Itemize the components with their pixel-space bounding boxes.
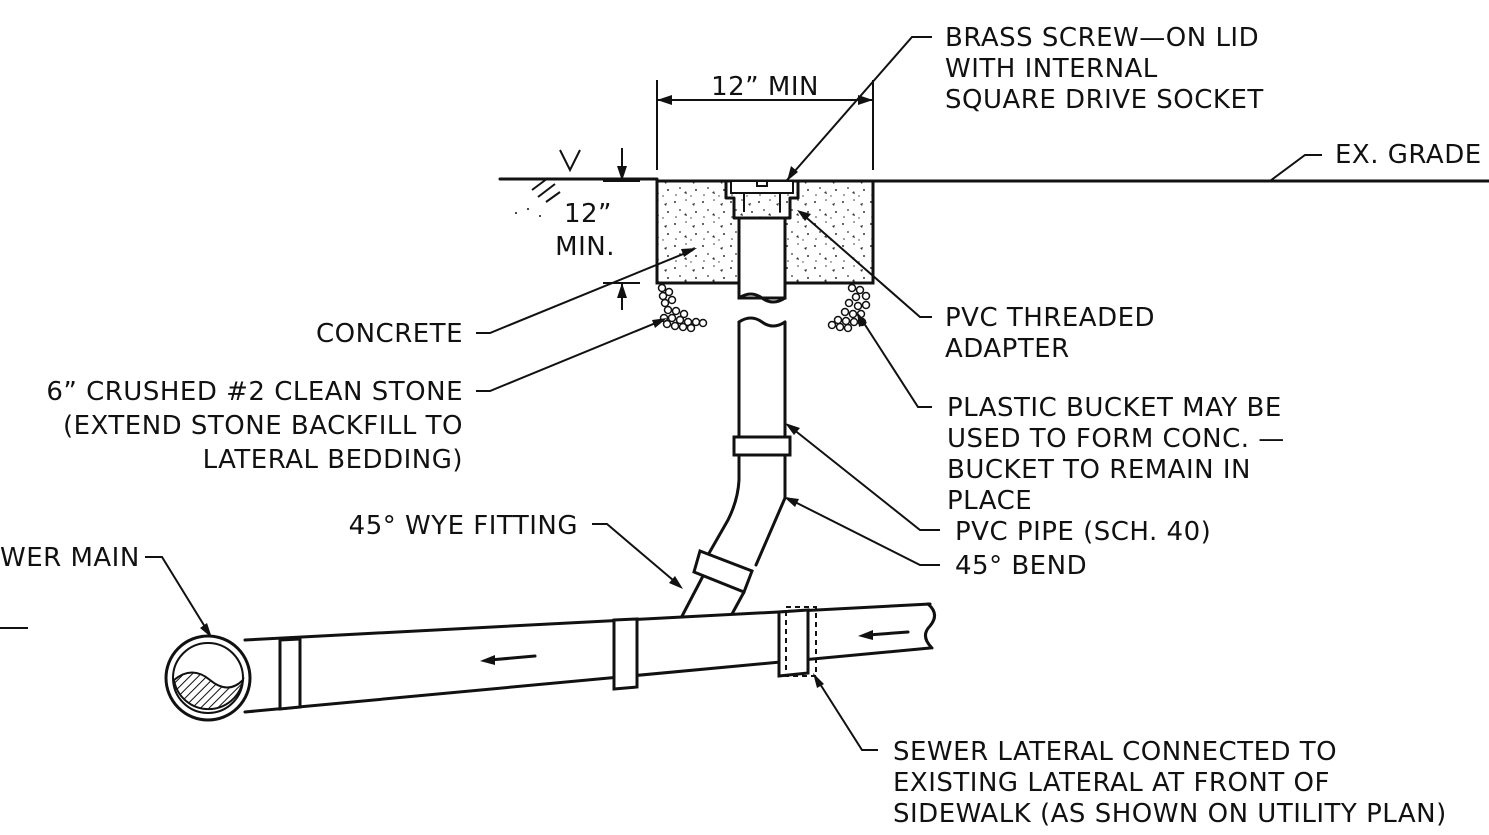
sewer-main-pipe	[164, 602, 936, 722]
dimension-width-label: 12” MIN	[711, 72, 819, 102]
adapter-label-1: PVC THREADED	[945, 303, 1155, 333]
pvc-pipe-label: PVC PIPE (SCH. 40)	[955, 517, 1211, 547]
stone-label-3: LATERAL BEDDING)	[203, 445, 463, 475]
dimension-depth-label-1: 12”	[564, 199, 612, 229]
ex-grade-label: EX. GRADE	[1335, 140, 1482, 170]
dimension-depth	[603, 148, 640, 310]
crushed-stone-left	[657, 283, 708, 333]
lateral-label-1: SEWER LATERAL CONNECTED TO	[893, 737, 1337, 767]
bucket-label-4: PLACE	[947, 486, 1032, 516]
stone-label-1: 6” CRUSHED #2 CLEAN STONE	[46, 377, 463, 407]
lateral-label-3: SIDEWALK (AS SHOWN ON UTILITY PLAN)	[893, 799, 1447, 829]
bucket-label-3: BUCKET TO REMAIN IN	[947, 455, 1251, 485]
adapter-label-2: ADAPTER	[945, 334, 1070, 364]
bucket-label-2: USED TO FORM CONC. —	[947, 424, 1285, 454]
existing-grade-line	[498, 154, 1489, 183]
sewer-main-label: WER MAIN	[0, 543, 140, 573]
dimension-depth-label-2: MIN.	[555, 232, 615, 262]
crushed-stone-right	[827, 283, 871, 333]
stone-label-2: (EXTEND STONE BACKFILL TO	[63, 411, 463, 441]
wye-label: 45° WYE FITTING	[349, 511, 578, 541]
grade-symbol-icon	[515, 149, 581, 217]
pvc-riser-pipe	[678, 316, 792, 622]
leader-lines	[0, 36, 940, 751]
lateral-label-2: EXISTING LATERAL AT FRONT OF	[893, 768, 1330, 798]
lid-label-2: WITH INTERNAL	[945, 54, 1158, 84]
dimension-width	[656, 80, 874, 170]
lid-label-3: SQUARE DRIVE SOCKET	[945, 85, 1264, 115]
lid-label-1: BRASS SCREW—ON LID	[945, 23, 1259, 53]
concrete-label: CONCRETE	[316, 319, 463, 349]
bucket-label-1: PLASTIC BUCKET MAY BE	[947, 393, 1282, 423]
cleanout-riser	[724, 179, 800, 304]
bend-label: 45° BEND	[955, 551, 1087, 581]
